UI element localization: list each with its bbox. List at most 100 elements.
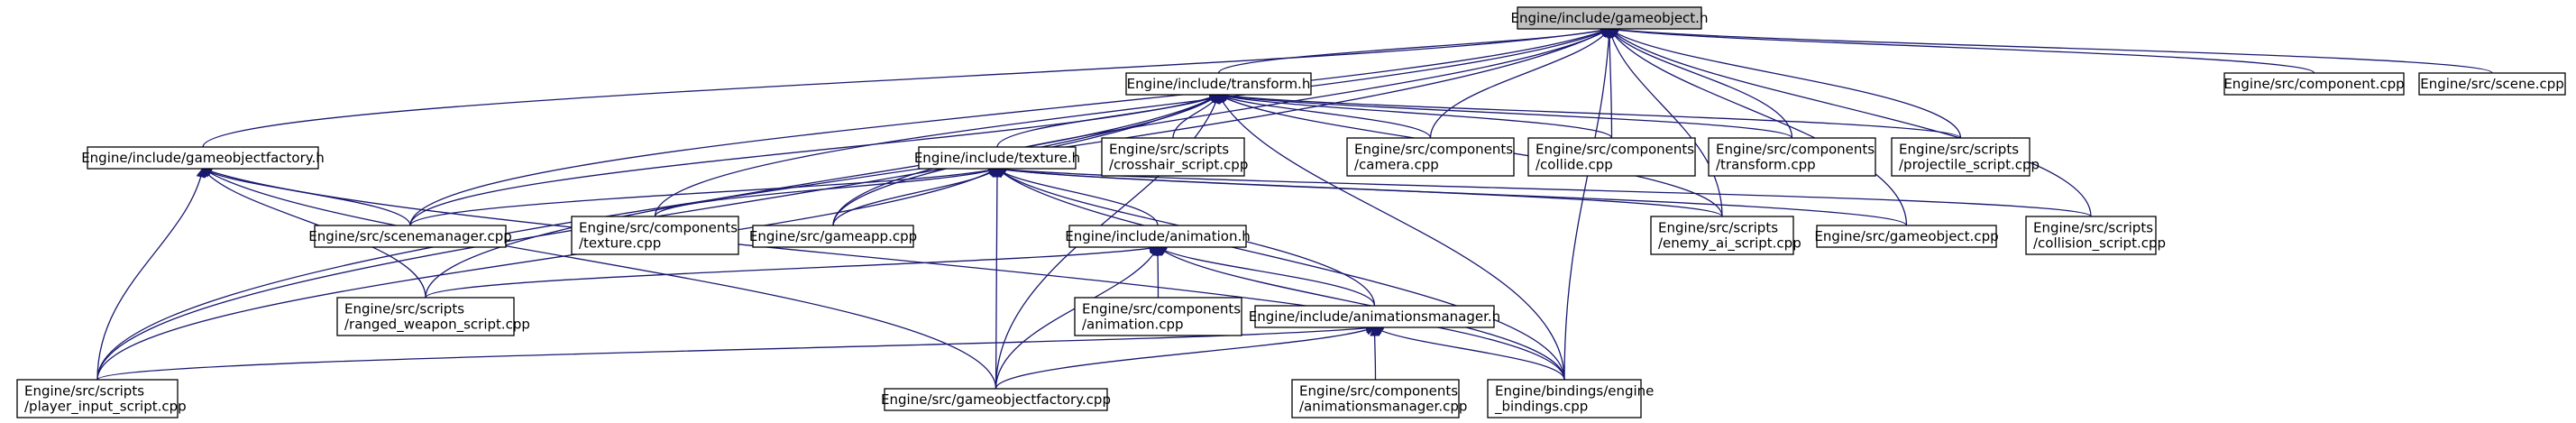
node-label: Engine/src/components — [1536, 142, 1694, 158]
edge-engine_bindings_cpp-to-gameobjectfactory_h — [203, 169, 1565, 381]
node-box — [1068, 225, 1247, 248]
edge-path — [96, 169, 997, 381]
node-label: Engine/src/components — [1299, 383, 1458, 400]
node-gameobjectfactory-cpp[interactable]: Engine/src/gameobjectfactory.cpp — [881, 388, 1111, 411]
node-ranged-weapon-script[interactable]: Engine/src/scripts/ranged_weapon_script.… — [336, 297, 530, 336]
node-label: Engine/src/scripts — [1899, 142, 2019, 158]
node-transform-h[interactable]: Engine/include/transform.h — [1125, 72, 1312, 96]
edge-animation_cpp-to-animation_h — [1158, 247, 1159, 299]
edge-path — [997, 169, 1908, 226]
edge-animationsmanager_h-to-animation_h — [1158, 247, 1376, 307]
edge-path — [832, 29, 1609, 226]
edge-path — [996, 169, 998, 390]
node-box — [571, 216, 739, 255]
edge-collide_cpp-to-transform_h — [1219, 95, 1613, 139]
node-crosshair-script[interactable]: Engine/src/scripts/crosshair_script.cpp — [1101, 137, 1248, 177]
edge-scenemanager_cpp-to-texture_h — [409, 169, 997, 226]
node-label: Engine/src/scripts — [2033, 220, 2153, 236]
edge-path — [1219, 95, 1565, 381]
node-gameapp-cpp[interactable]: Engine/src/gameapp.cpp — [749, 225, 917, 248]
node-label: /projectile_script.cpp — [1899, 157, 2040, 174]
edge-path — [997, 169, 1565, 381]
node-gameobject-cpp[interactable]: Engine/src/gameobject.cpp — [1814, 225, 1999, 248]
edge-path — [1609, 29, 1612, 139]
edge-camera_cpp-to-transform_h — [1219, 95, 1432, 139]
node-box — [752, 225, 914, 248]
edge-texture_cpp-to-texture_h — [654, 169, 998, 217]
node-label: Engine/bindings/engine — [1495, 383, 1654, 400]
edge-gameobjectfactory_cpp-to-gameobjectfactory_h — [203, 169, 997, 390]
node-label: Engine/include/animationsmanager.h — [1249, 308, 1500, 325]
edge-path — [203, 169, 997, 390]
node-box — [314, 225, 507, 248]
node-animation-h[interactable]: Engine/include/animation.h — [1065, 225, 1251, 248]
node-box — [336, 297, 515, 336]
node-label: Engine/src/scene.cpp — [2420, 76, 2564, 92]
node-transform-cpp[interactable]: Engine/src/components/transform.cpp — [1708, 137, 1876, 177]
node-label: /enemy_ai_script.cpp — [1658, 235, 1801, 253]
node-label: /animationsmanager.cpp — [1299, 399, 1467, 415]
node-label: /transform.cpp — [1716, 157, 1816, 173]
node-collision-script[interactable]: Engine/src/scripts/collision_script.cpp — [2025, 216, 2166, 255]
node-label: Engine/src/scripts — [1658, 220, 1778, 236]
node-box — [1487, 379, 1642, 418]
edge-scene_cpp-to-gameobject_h — [1609, 29, 2493, 74]
edge-texture_cpp-to-gameobject_h — [654, 29, 1610, 217]
edge-engine_bindings_cpp-to-texture_h — [997, 169, 1565, 381]
edge-transform_cpp-to-gameobject_h — [1609, 29, 1793, 139]
node-box — [2418, 72, 2566, 96]
edge-path — [995, 327, 1375, 390]
node-label: Engine/src/gameobjectfactory.cpp — [881, 391, 1111, 408]
edge-path — [96, 169, 203, 381]
edge-path — [1609, 29, 1723, 217]
node-gameobjectfactory-h[interactable]: Engine/include/gameobjectfactory.h — [81, 146, 325, 170]
edge-path — [409, 95, 1219, 226]
node-label: /collide.cpp — [1536, 157, 1613, 173]
node-label: Engine/include/animation.h — [1065, 228, 1251, 244]
node-box — [1125, 72, 1312, 96]
node-label: /animation.cpp — [1082, 317, 1184, 333]
node-texture-h[interactable]: Engine/include/texture.h — [914, 146, 1080, 170]
edge-path — [425, 247, 1158, 299]
edge-projectile_script-to-transform_h — [1219, 95, 1962, 139]
nodes-layer: Engine/include/gameobject.hEngine/includ… — [16, 6, 2566, 418]
node-label: Engine/src/components — [1354, 142, 1513, 158]
edge-gameobjectfactory_cpp-to-texture_h — [996, 169, 998, 390]
edge-path — [1609, 29, 2092, 217]
edge-path — [1219, 95, 1613, 139]
node-player-input-script[interactable]: Engine/src/scripts/player_input_script.c… — [16, 379, 187, 418]
edge-path — [1563, 29, 1609, 381]
edge-gameobjectfactory_h-to-gameobject_h — [202, 29, 1609, 148]
edge-animationsmanager_cpp-to-animationsmanager_h — [1375, 327, 1376, 381]
node-engine-bindings-cpp[interactable]: Engine/bindings/engine_bindings.cpp — [1487, 379, 1654, 418]
edge-path — [202, 29, 1609, 148]
node-gameobject-h[interactable]: Engine/include/gameobject.h — [1511, 6, 1709, 30]
node-label: Engine/src/components — [1082, 301, 1241, 317]
edge-enemy_ai_script-to-gameobject_h — [1609, 29, 1723, 217]
edge-component_cpp-to-gameobject_h — [1609, 29, 2315, 74]
node-label: _bindings.cpp — [1494, 399, 1588, 416]
node-animationsmanager-h[interactable]: Engine/include/animationsmanager.h — [1249, 305, 1500, 328]
node-animation-cpp[interactable]: Engine/src/components/animation.cpp — [1074, 297, 1242, 336]
node-collide-cpp[interactable]: Engine/src/components/collide.cpp — [1527, 137, 1696, 177]
node-label: Engine/src/gameobject.cpp — [1814, 228, 1998, 244]
edge-ranged_weapon_script-to-animation_h — [425, 247, 1158, 299]
edge-path — [409, 169, 997, 226]
node-scene-cpp[interactable]: Engine/src/scene.cpp — [2418, 72, 2566, 96]
node-projectile-script[interactable]: Engine/src/scripts/projectile_script.cpp — [1891, 137, 2040, 177]
edge-gameapp_cpp-to-gameobject_h — [832, 29, 1609, 226]
node-camera-cpp[interactable]: Engine/src/components/camera.cpp — [1346, 137, 1515, 177]
edge-path — [654, 169, 998, 217]
node-component-cpp[interactable]: Engine/src/component.cpp — [2223, 72, 2405, 96]
node-scenemanager-cpp[interactable]: Engine/src/scenemanager.cpp — [308, 225, 512, 248]
node-box — [884, 388, 1108, 411]
edge-scenemanager_cpp-to-gameobject_h — [409, 29, 1609, 226]
node-box — [1816, 225, 1997, 248]
node-enemy-ai-script[interactable]: Engine/src/scripts/enemy_ai_script.cpp — [1650, 216, 1801, 255]
edge-gameobjectfactory_cpp-to-animationsmanager_h — [995, 327, 1375, 390]
node-label: Engine/src/components — [579, 220, 738, 236]
node-texture-cpp[interactable]: Engine/src/components/texture.cpp — [571, 216, 739, 255]
node-box — [87, 146, 319, 170]
node-animationsmanager-cpp[interactable]: Engine/src/components/animationsmanager.… — [1291, 379, 1467, 418]
